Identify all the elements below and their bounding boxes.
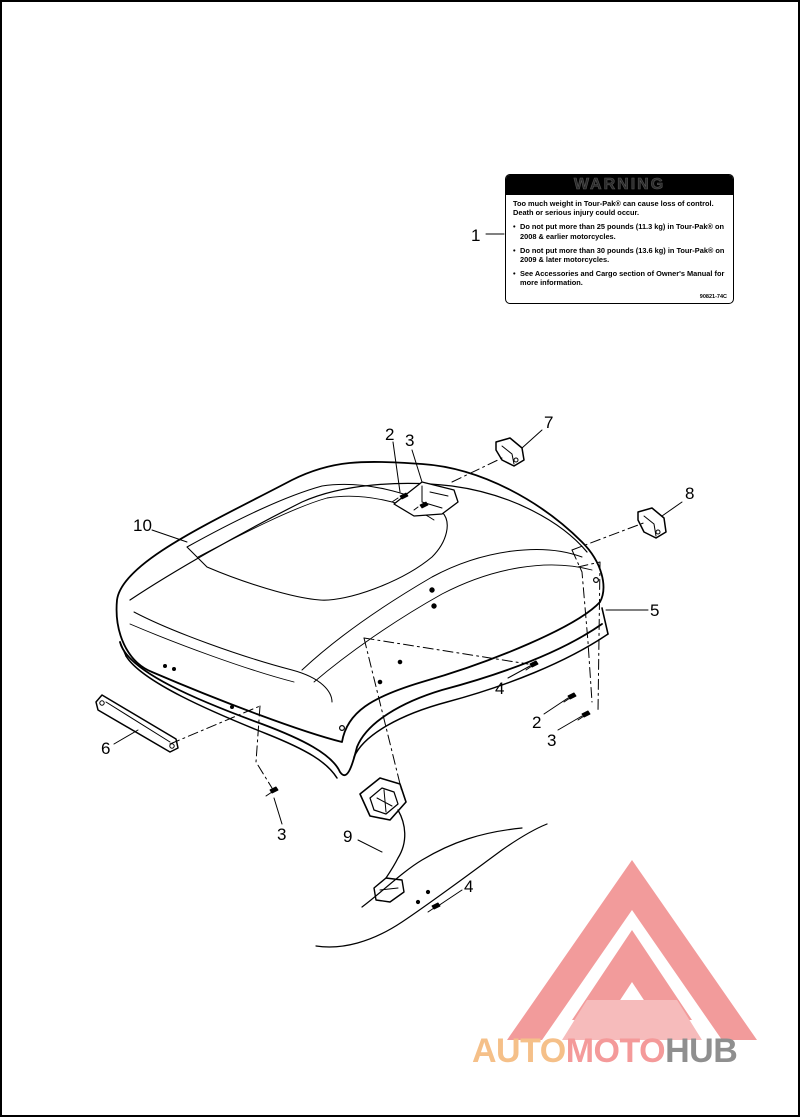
callout-10: 10 [133,516,152,535]
hinge-cover-8 [637,507,667,539]
callout-2-top: 2 [385,425,394,444]
callout-3-bottom: 3 [277,825,286,844]
callout-1: 1 [471,226,480,245]
callout-4-mid: 4 [495,679,504,698]
callout-2-right: 2 [532,713,541,732]
callout-7: 7 [544,413,553,432]
watermark-text: AUTOMOTOHUB [472,1032,798,1071]
screw-4-bottom [427,902,441,913]
warning-body: Too much weight in Tour-Pak® can cause l… [506,195,733,288]
watermark-moto: MOTO [565,1032,666,1070]
warning-header: WARNING [506,175,733,195]
interior-light [359,777,407,903]
warning-bullet: • Do not put more than 25 pounds (11.3 k… [513,222,726,240]
callout-3-top: 3 [405,431,414,450]
warning-part-code: 90821-74C [699,294,727,300]
assembly-lines [169,457,647,793]
callout-9: 9 [343,827,352,846]
hinge-cover-7 [495,437,525,467]
bullet-dot: • [513,269,516,279]
callout-6: 6 [101,739,110,758]
callout-8: 8 [685,484,694,503]
lid-seal [119,607,609,779]
screw-2-right [563,692,577,703]
motorcycle-body-outline [315,823,548,948]
warning-bullet-text: Do not put more than 25 pounds (11.3 kg)… [520,222,725,241]
callout-4-bottom: 4 [464,877,473,896]
bullet-dot: • [513,245,516,255]
watermark-logo-icon [507,860,757,1040]
callout-5: 5 [650,601,659,620]
leader-lines [113,233,683,907]
screw-3-right [577,710,591,721]
warning-intro: Too much weight in Tour-Pak® can cause l… [513,199,714,218]
screw-3-bottom [265,786,279,797]
warning-bullet: • See Accessories and Cargo section of O… [513,269,726,287]
watermark-auto: AUTO [472,1032,566,1070]
watermark-hub: HUB [665,1032,738,1070]
warning-bullet: • Do not put more than 30 pounds (13.6 k… [513,246,726,264]
screw-4-mid [525,660,539,671]
callout-numbers: 1 2 3 7 8 10 5 4 2 3 6 3 9 4 [101,226,694,896]
warning-bullet-text: See Accessories and Cargo section of Own… [520,269,725,288]
bullet-dot: • [513,222,516,232]
callout-3-right: 3 [547,731,556,750]
lid-strap [95,694,179,753]
warning-bullet-text: Do not put more than 30 pounds (13.6 kg)… [520,245,725,265]
warning-decal: WARNING Too much weight in Tour-Pak® can… [505,174,734,304]
